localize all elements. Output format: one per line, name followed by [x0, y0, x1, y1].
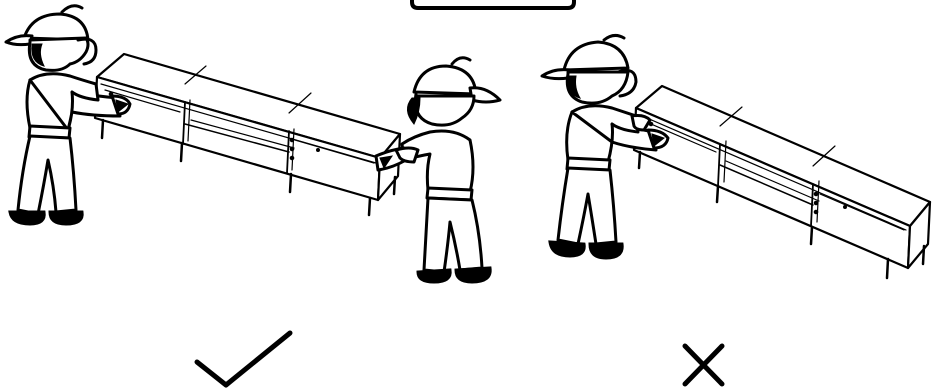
check-mark-icon [197, 333, 290, 385]
panel-correct [6, 6, 500, 385]
cabinet-incorrect [634, 86, 930, 278]
panel-incorrect [542, 35, 930, 384]
header-tab-frame [412, 0, 574, 8]
person-single-incorrect [542, 35, 668, 258]
person-left-correct [6, 6, 130, 224]
cabinet-correct [95, 54, 400, 215]
cross-mark-icon [685, 346, 722, 384]
